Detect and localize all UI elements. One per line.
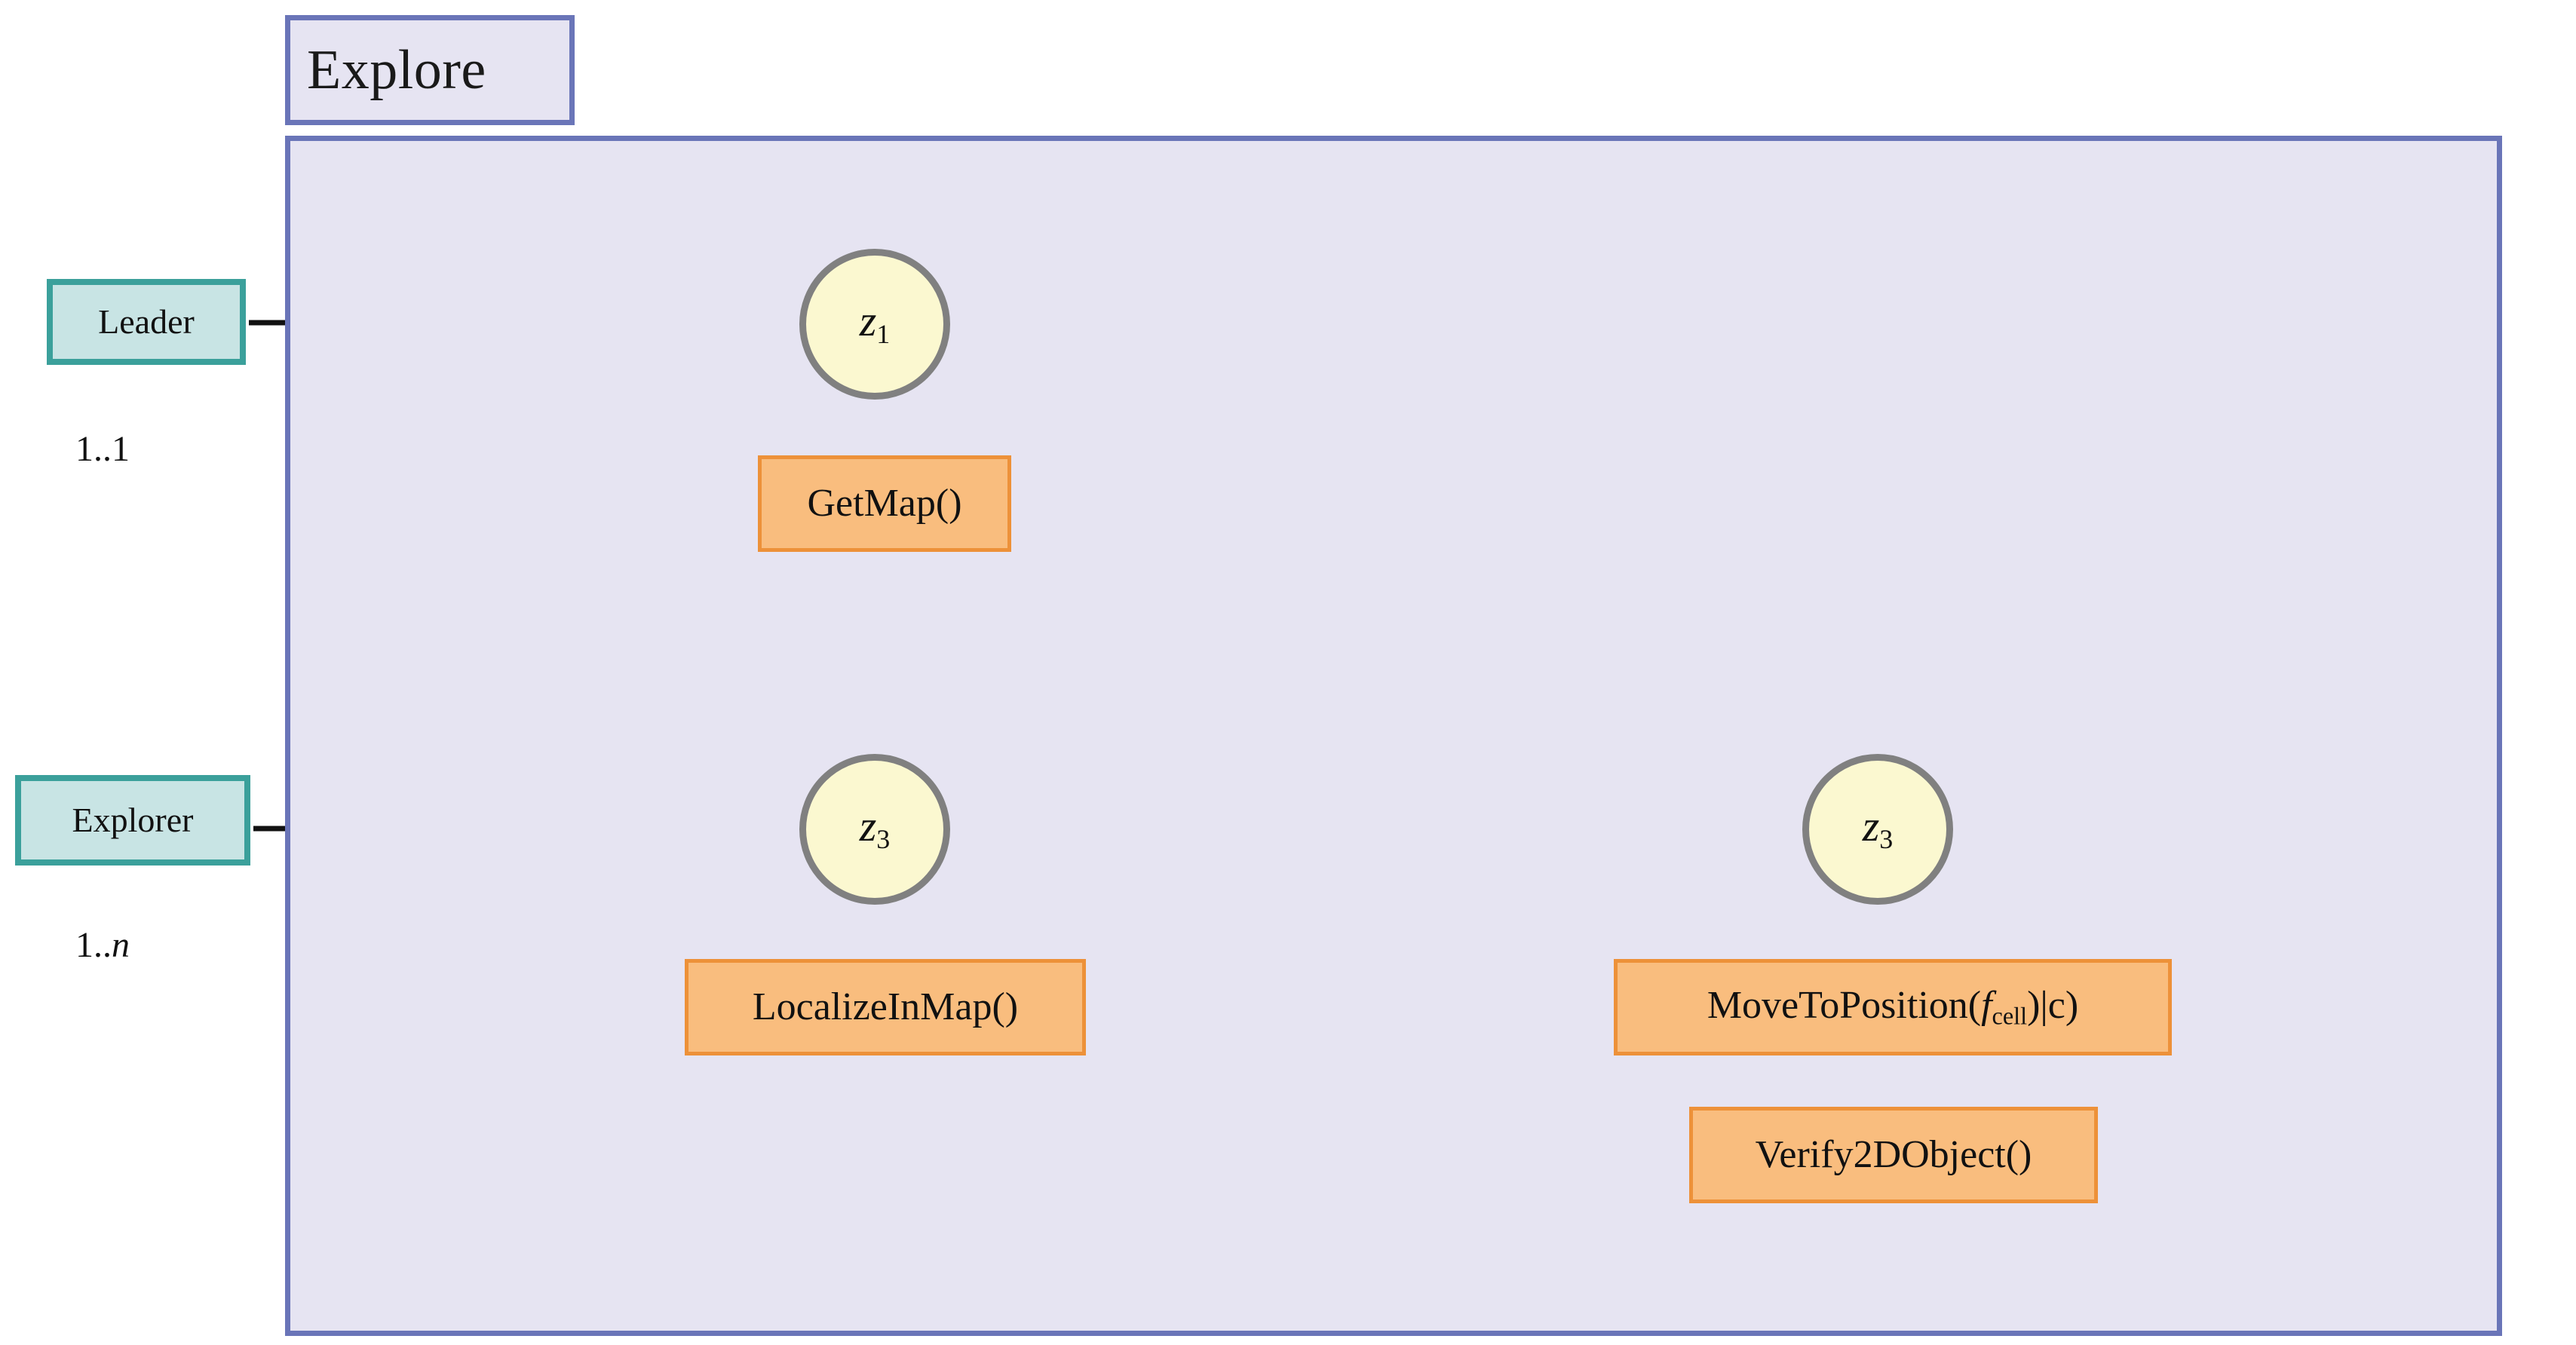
state-var-z3-first: z (859, 801, 877, 851)
multiplicity-leader: 1..1 (75, 431, 130, 467)
action-movetoposition-param-var: f (1981, 984, 1992, 1028)
state-node-z3-first[interactable]: z3 (799, 754, 950, 905)
state-label-z3-second: z3 (1863, 804, 1894, 853)
action-movetoposition-param-sub: cell (1992, 1002, 2028, 1030)
action-movetoposition-prefix: MoveToPosition( (1707, 984, 1982, 1028)
state-var-z3-second: z (1862, 801, 1880, 851)
role-label-leader: Leader (98, 302, 195, 341)
package-frame-body (285, 136, 2502, 1336)
state-index-z3-second: 3 (1879, 824, 1894, 855)
action-label-verify2dobject: Verify2DObject() (1755, 1133, 2032, 1176)
role-box-explorer[interactable]: Explorer (15, 775, 250, 866)
action-box-getmap[interactable]: GetMap() (758, 455, 1011, 552)
state-index-z1: 1 (876, 319, 891, 350)
multiplicity-explorer-value: n (112, 925, 130, 965)
action-movetoposition-suffix: )|c) (2027, 984, 2079, 1028)
state-label-z3-first: z3 (860, 804, 891, 853)
multiplicity-leader-value: 1 (112, 429, 130, 469)
state-index-z3-first: 3 (876, 824, 891, 855)
state-node-z3-second[interactable]: z3 (1802, 754, 1953, 905)
multiplicity-leader-prefix: 1.. (75, 429, 112, 469)
action-label-movetoposition: MoveToPosition(fcell)|c) (1707, 986, 2078, 1028)
state-node-z1[interactable]: z1 (799, 249, 950, 400)
multiplicity-explorer: 1..n (75, 927, 130, 964)
role-box-leader[interactable]: Leader (47, 279, 246, 365)
state-var-z1: z (859, 296, 877, 346)
action-box-movetoposition[interactable]: MoveToPosition(fcell)|c) (1614, 959, 2172, 1055)
package-tab: Explore (285, 15, 575, 125)
multiplicity-explorer-prefix: 1.. (75, 925, 112, 965)
action-box-localizeinmap[interactable]: LocalizeInMap() (685, 959, 1086, 1055)
package-title: Explore (307, 39, 486, 101)
role-label-explorer: Explorer (72, 801, 194, 839)
action-box-verify2dobject[interactable]: Verify2DObject() (1689, 1107, 2098, 1203)
action-label-localizeinmap: LocalizeInMap() (752, 985, 1019, 1028)
action-label-getmap: GetMap() (807, 482, 962, 525)
state-label-z1: z1 (860, 299, 891, 348)
